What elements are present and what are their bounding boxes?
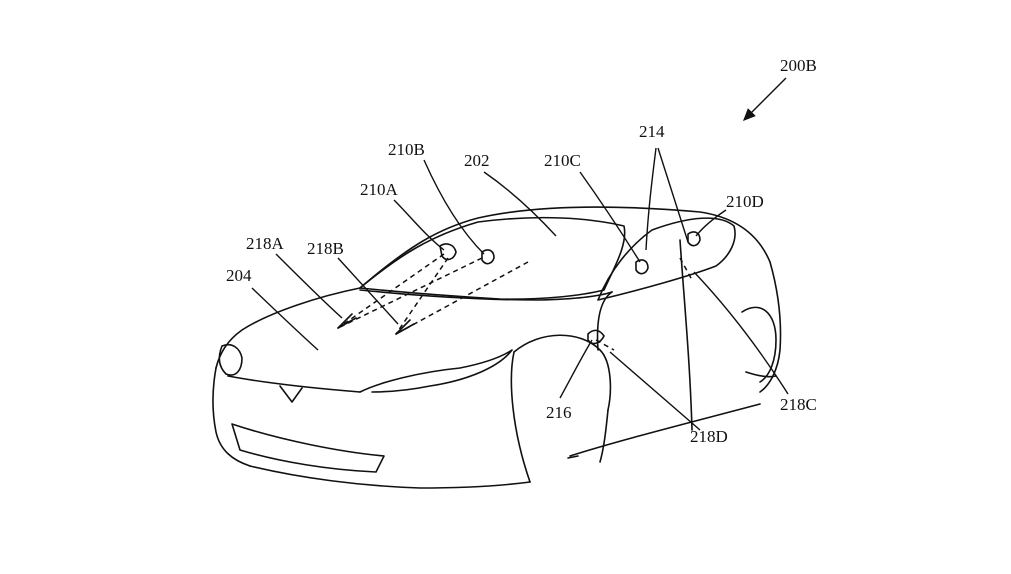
label-218B: 218B [307, 239, 344, 258]
beam-218A [337, 253, 483, 329]
sensor-210B [481, 249, 495, 265]
sensor-210A [439, 243, 457, 261]
label-204: 204 [226, 266, 252, 285]
label-214: 214 [639, 122, 665, 141]
label-210A: 210A [360, 180, 399, 199]
windshield-202 [359, 216, 626, 300]
label-210B: 210B [388, 140, 425, 159]
label-216: 216 [546, 403, 572, 422]
label-210D: 210D [726, 192, 764, 211]
label-200B: 200B [780, 56, 817, 75]
label-218D: 218D [690, 427, 728, 446]
beam-218D [595, 339, 615, 351]
label-218C: 218C [780, 395, 817, 414]
label-218A: 218A [246, 234, 285, 253]
car-body [212, 206, 782, 489]
sensor-210D [687, 231, 701, 247]
sensor-210C [635, 259, 649, 275]
label-210C: 210C [544, 151, 581, 170]
beam-218C [679, 257, 693, 281]
beam-218B [395, 257, 529, 335]
leaders [251, 77, 789, 431]
label-202: 202 [464, 151, 490, 170]
